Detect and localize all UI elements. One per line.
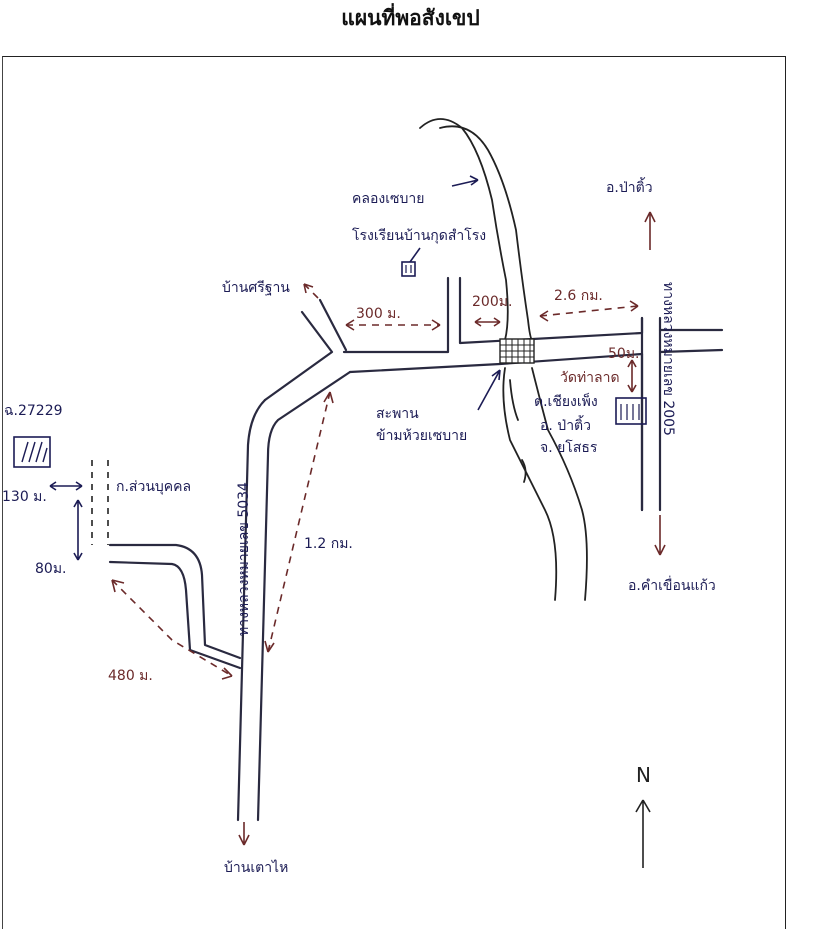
north-arrow-icon xyxy=(635,799,651,868)
main-road xyxy=(342,276,724,512)
canal-label: คลองเซบาย xyxy=(352,191,424,207)
dist-80-label: 80ม. xyxy=(35,561,67,577)
dist-50-label: 50ม. xyxy=(608,346,640,362)
dist-200-label: 200ม. xyxy=(472,294,512,310)
village-sritan-label: บ้านศรีฐาน xyxy=(222,280,290,296)
to-pakhiew-label: อ.ป่าติ้ว xyxy=(606,177,653,196)
road-to-sritan xyxy=(263,298,348,402)
dist-130-label: 130 ม. xyxy=(2,489,47,505)
road-2005-label: ทางหลวงหมายเลข 2005 xyxy=(660,282,676,436)
temple-addr-2: อ. ป่าติ้ว xyxy=(540,415,591,434)
highway-2005 xyxy=(640,316,662,512)
dist-300-label: 300 ม. xyxy=(356,306,401,322)
temple-label: วัดท่าลาด xyxy=(560,370,620,386)
direction-arrows xyxy=(238,211,666,846)
bridge-grid-icon xyxy=(499,338,535,364)
dist-480-label: 480 ม. xyxy=(108,668,153,684)
temple-addr-3: จ. ยโสธร xyxy=(540,439,598,456)
temple-building-icon xyxy=(615,397,647,425)
map-frame xyxy=(2,56,786,929)
parcel-label: ฉ.27229 xyxy=(4,403,63,419)
highway-5034 xyxy=(236,370,352,822)
canal-sebai xyxy=(419,118,588,601)
dist-1-2-label: 1.2 กม. xyxy=(304,536,353,552)
private-lane xyxy=(108,543,242,670)
page-title: แผนที่พอสังเขป xyxy=(341,5,480,30)
to-kham-khuean-kaeo-label: อ.คำเขื่อนแก้ว xyxy=(628,576,716,594)
school-building-icon xyxy=(401,247,421,277)
bridge-label-2: ข้ามห้วยเซบาย xyxy=(376,428,467,444)
parcel-box-icon xyxy=(13,436,51,468)
temple-addr-1: ต.เชียงเพ็ง xyxy=(534,392,598,410)
lane-dashes xyxy=(91,460,109,545)
dimension-arrows xyxy=(49,175,639,680)
village-tao-hai-label: บ้านเตาไห xyxy=(224,859,288,876)
road-5034-label: ทางหลวงหมายเลข 5034 xyxy=(236,482,252,636)
bridge-label-1: สะพาน xyxy=(376,406,419,422)
dist-2-6-label: 2.6 กม. xyxy=(554,288,603,304)
school-label: โรงเรียนบ้านกุดสำโรง xyxy=(352,227,486,244)
north-label: N xyxy=(636,763,651,787)
lane-label: ก.ส่วนบุคคล xyxy=(116,479,191,495)
